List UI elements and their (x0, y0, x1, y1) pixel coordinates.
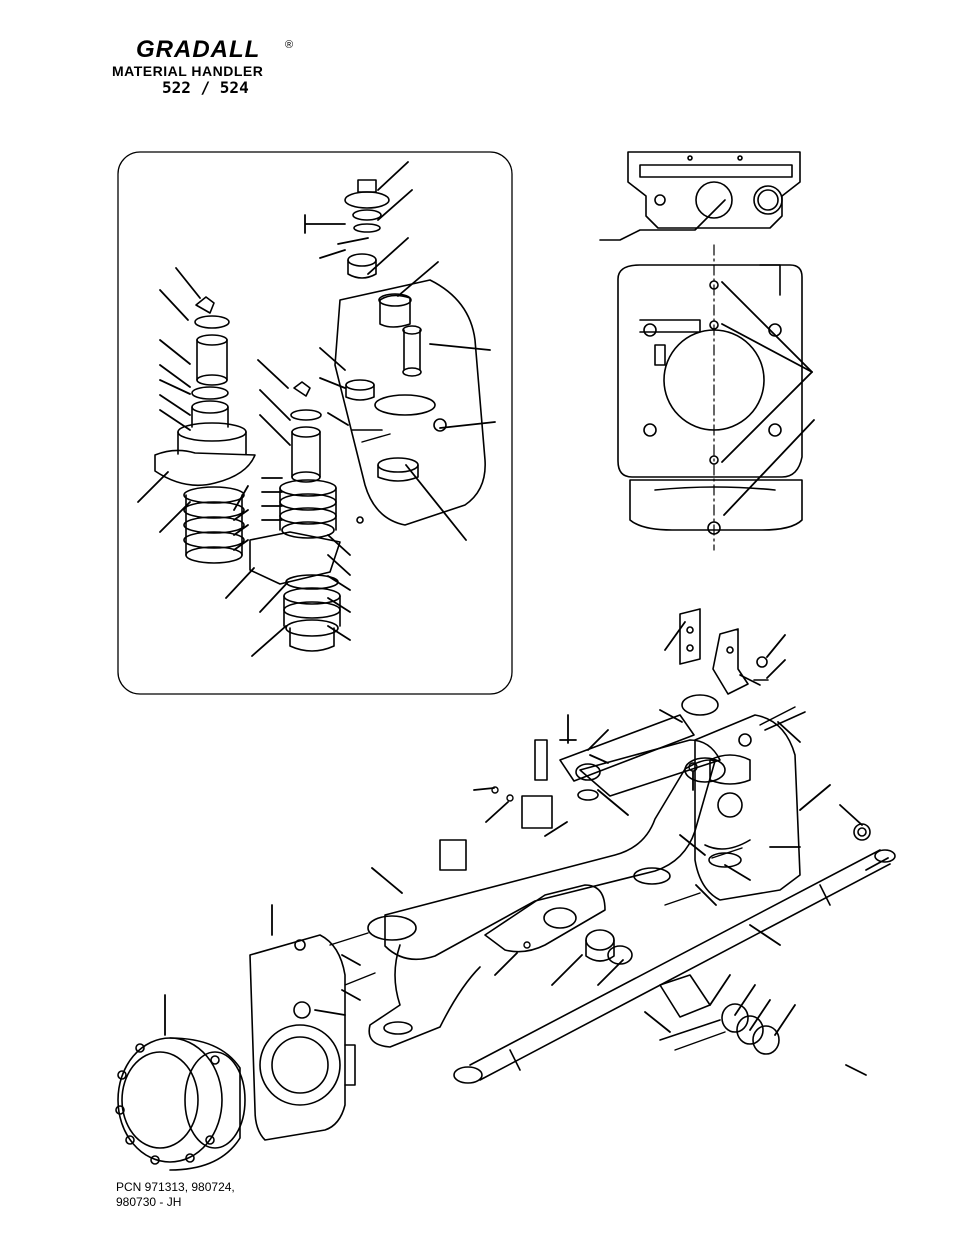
tie-rod (453, 849, 896, 1084)
axle-top-view (599, 151, 801, 241)
axle-plan-view (617, 244, 803, 551)
logo-model: 522 / 524 (162, 78, 249, 97)
bolts (329, 433, 796, 1051)
knuckle-housing-detail (334, 179, 486, 526)
pcn-line-2: 980730 - JH (116, 1195, 182, 1209)
pcn-reference: PCN 971313, 980724, 980730 - JH (116, 1180, 235, 1210)
wheel-hub (115, 1037, 246, 1171)
steering-cylinder (534, 694, 719, 801)
mounting-bracket (679, 608, 769, 695)
leader-arrows (137, 161, 889, 1076)
pcn-line-1: PCN 971313, 980724, (116, 1180, 235, 1194)
logo-brand: GRADALL (136, 36, 261, 63)
detail-inset-frame (117, 151, 513, 695)
right-knuckle-housing (694, 711, 871, 901)
axle-beam (367, 739, 726, 1048)
left-spring-stack (154, 296, 256, 564)
logo-subtitle: MATERIAL HANDLER (112, 63, 264, 79)
registered-mark: ® (285, 39, 294, 51)
spindle-parts (484, 884, 780, 1055)
left-steering-knuckle (249, 934, 356, 1141)
center-spring-stack (249, 381, 341, 652)
gradall-logo: GRADALL ® MATERIAL HANDLER 522 / 524 (112, 36, 302, 98)
